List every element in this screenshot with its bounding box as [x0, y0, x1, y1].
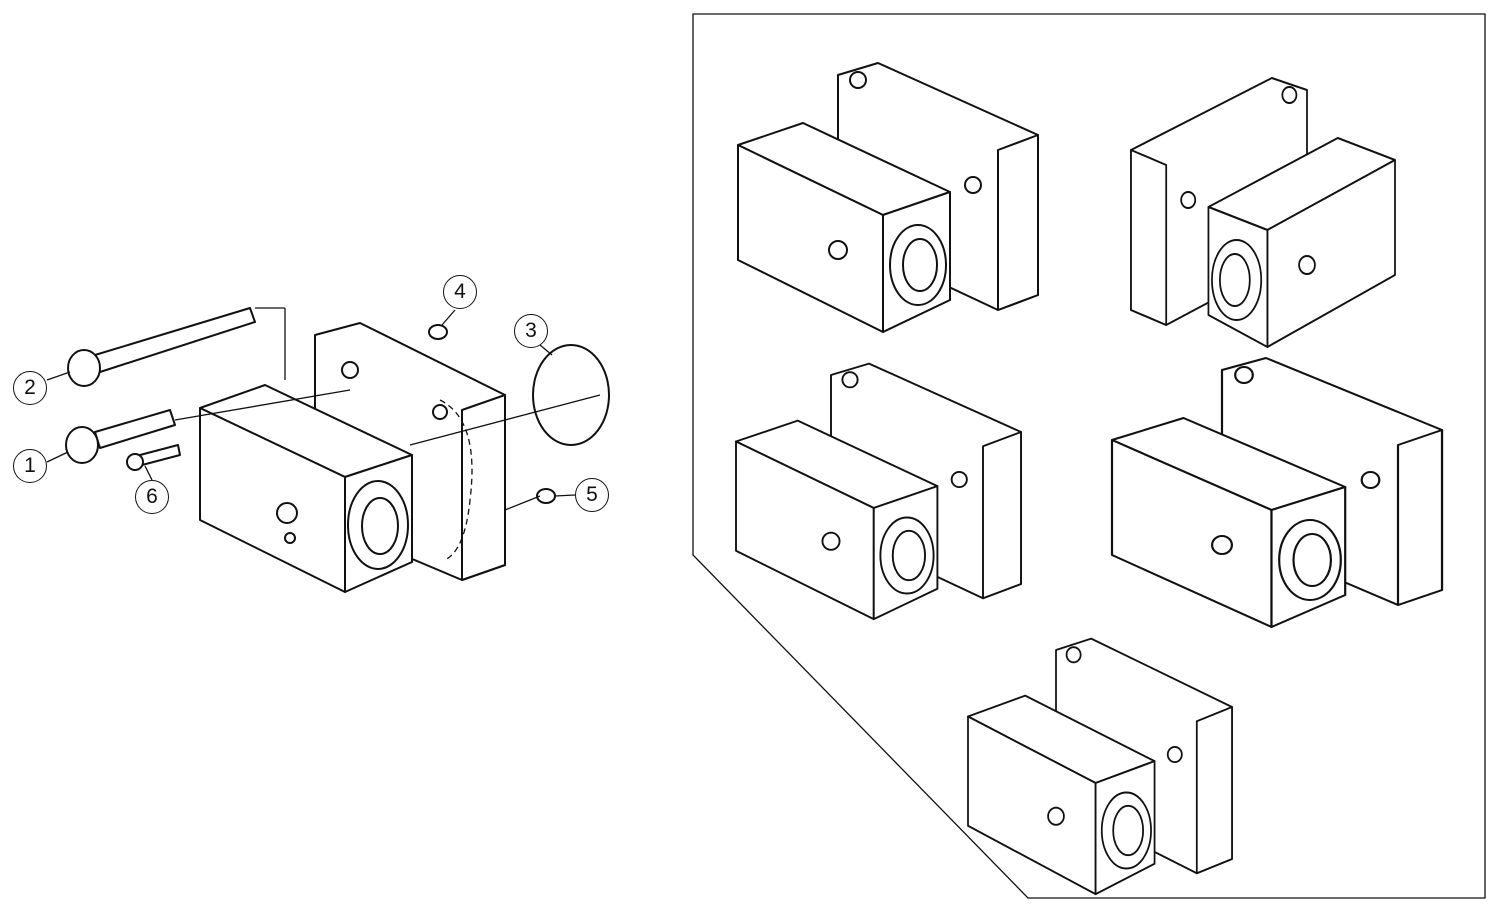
- variant-compact: [967, 637, 1233, 896]
- variant-single-flange-short: [735, 362, 1022, 621]
- callout-4: 4: [443, 275, 477, 309]
- variant-single-flange: [737, 62, 1039, 333]
- callout-6: 6: [135, 480, 169, 514]
- main-housing-assembly: [199, 322, 506, 593]
- leader-lines: [46, 307, 601, 511]
- screw-long: [67, 307, 256, 387]
- screw-small: [126, 444, 181, 471]
- callout-2: 2: [13, 371, 47, 405]
- screw-medium: [65, 409, 176, 464]
- variants-panel: [692, 13, 1486, 899]
- callout-1: 1: [13, 449, 47, 483]
- small-seal-ring: [428, 324, 448, 340]
- variant-double-port-front: [1130, 77, 1396, 348]
- variant-double-port: [1110, 356, 1444, 629]
- o-ring: [532, 344, 610, 446]
- callout-5: 5: [575, 478, 609, 512]
- callout-3: 3: [514, 314, 548, 348]
